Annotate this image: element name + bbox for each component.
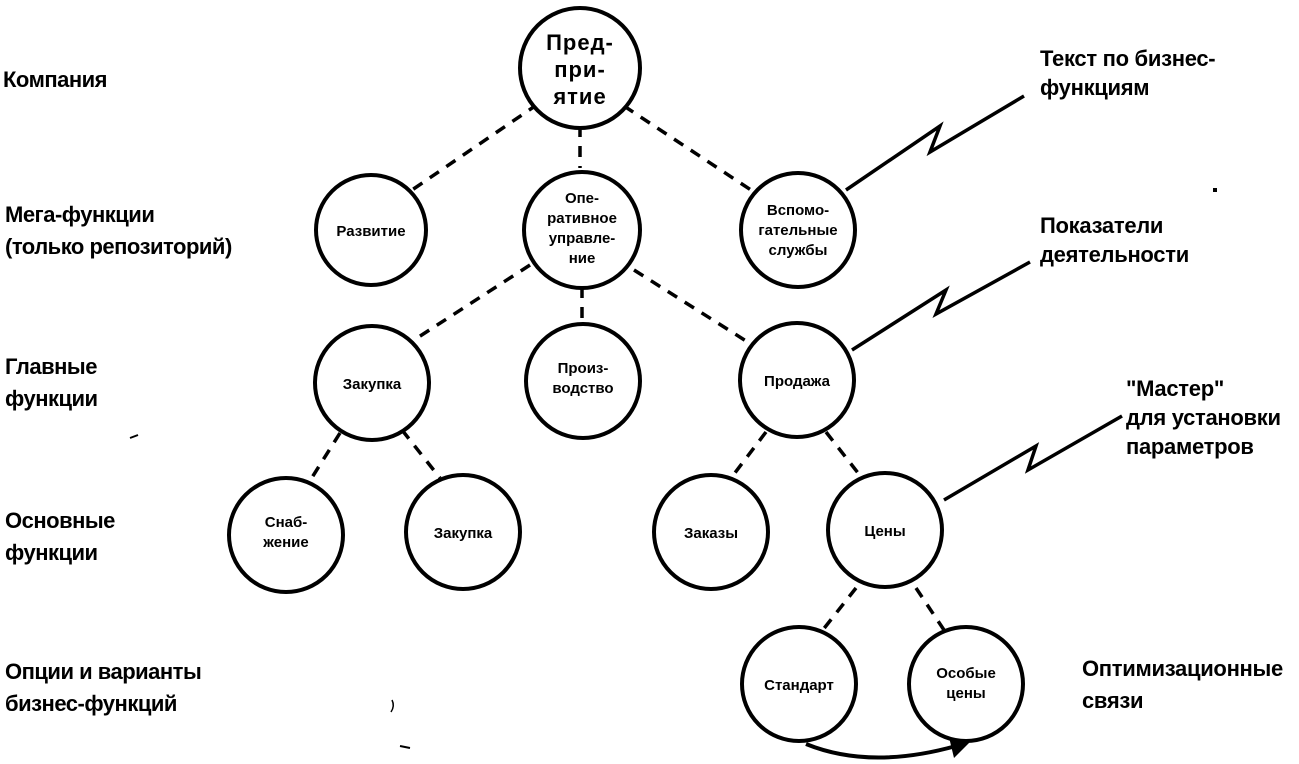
scan-specks [129,188,1217,749]
node-auxiliary-line-3: службы [769,242,828,259]
node-auxiliary-line-1: Вспомо- [767,202,829,219]
edge-purchase-purchase [400,428,442,480]
node-special-prices: Особые цены [907,625,1025,743]
node-operational-line-1: Опе- [565,190,599,207]
level-labels: Компания Мега-функции (только репозитори… [3,67,232,716]
edge-prices-standard [816,586,858,638]
connectors [304,102,946,638]
node-sales-label: Продажа [764,373,831,390]
node-production: Произ- водство [524,322,642,440]
level-basic-line-2: функции [5,540,98,565]
bolt-business-text [845,94,1025,192]
edge-operational-purchase [413,263,531,342]
node-purchase-main-label: Закупка [343,376,402,393]
edge-sales-orders [726,430,768,484]
callout-bolts [845,94,1123,502]
node-supply-line-2: жение [262,534,308,551]
note-business-text-line-2: функциям [1040,75,1149,100]
level-main-line-2: функции [5,386,98,411]
node-operational-line-4: ние [569,250,596,267]
note-optimization-line-1: Оптимизационные [1082,656,1283,681]
level-mega-line-1: Мега-функции [5,202,154,227]
bolt-master [943,414,1123,502]
node-operational-line-2: ративное [547,210,617,227]
node-prices: Цены [826,471,944,589]
note-optimization-line-2: связи [1082,688,1143,713]
node-standard: Стандарт [740,625,858,743]
node-auxiliary-line-2: гательные [758,222,837,239]
node-special-prices-line-2: цены [946,685,985,702]
node-purchase-main: Закупка [313,324,431,442]
note-business-text-line-1: Текст по бизнес- [1040,46,1215,71]
edge-operational-sales [633,268,755,348]
note-master-line-3: параметров [1126,434,1254,459]
node-supply: Снаб- жение [227,476,345,594]
level-basic-line-1: Основные [5,508,115,533]
level-options-line-1: Опции и варианты [5,659,201,684]
node-orders-label: Заказы [684,525,738,542]
edge-sales-prices [824,430,864,480]
note-master-line-1: "Мастер" [1126,376,1224,401]
node-enterprise-line-2: при- [554,57,606,82]
node-production-line-2: водство [552,380,613,397]
edge-prices-special [914,587,946,631]
node-purchase: Закупка [404,473,522,591]
node-enterprise-line-3: ятие [552,84,606,109]
node-enterprise: Пред- при- ятие [518,6,642,130]
bolt-indicators [851,260,1031,352]
node-sales: Продажа [738,321,856,439]
edge-enterprise-auxiliary [623,104,755,194]
note-indicators-line-1: Показатели [1040,213,1163,238]
node-supply-line-1: Снаб- [265,514,308,531]
node-production-line-1: Произ- [558,360,609,377]
node-enterprise-line-1: Пред- [546,30,614,55]
node-standard-label: Стандарт [764,677,834,694]
node-operational: Опе- ративное управле- ние [522,170,642,290]
node-development-label: Развитие [336,223,405,240]
level-options-line-2: бизнес-функций [5,691,177,716]
node-prices-label: Цены [864,523,905,540]
node-operational-line-3: управле- [549,230,616,247]
edge-enterprise-development [411,102,539,192]
level-main-line-1: Главные [5,354,97,379]
node-special-prices-line-1: Особые [936,665,996,682]
note-indicators-line-2: деятельности [1040,242,1189,267]
node-auxiliary: Вспомо- гательные службы [739,171,857,289]
level-mega-line-2: (только репозиторий) [5,234,232,259]
node-orders: Заказы [652,473,770,591]
node-purchase-label: Закупка [434,525,493,542]
edge-purchase-supply [304,432,342,488]
note-master-line-2: для установки [1126,405,1281,430]
node-development: Развитие [314,173,428,287]
optimization-arrow-curve [805,742,957,760]
notes: Текст по бизнес- функциям Показатели дея… [1040,46,1283,713]
level-company: Компания [3,67,107,92]
